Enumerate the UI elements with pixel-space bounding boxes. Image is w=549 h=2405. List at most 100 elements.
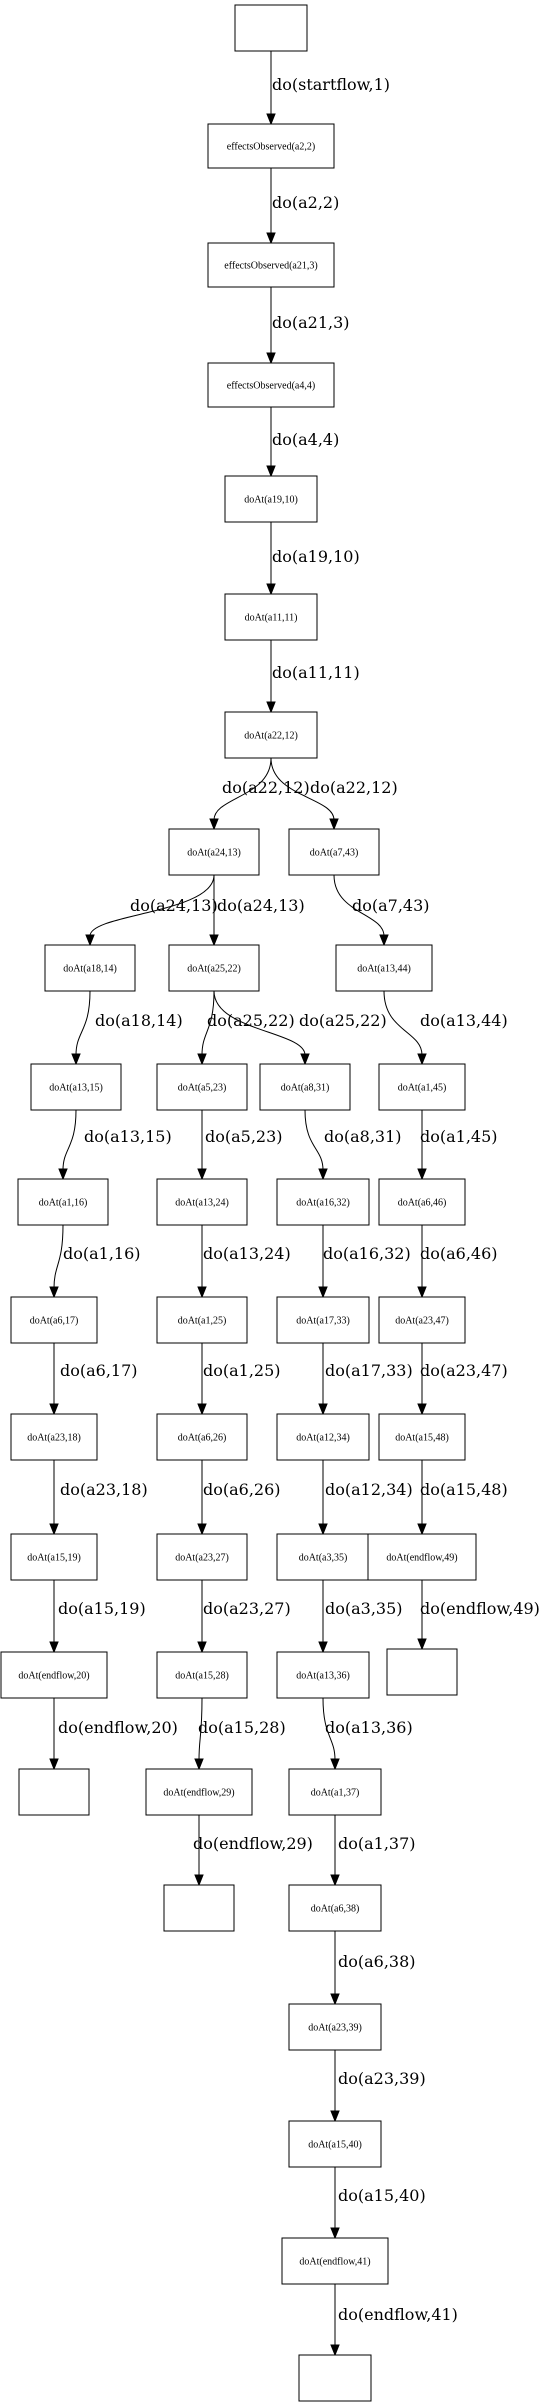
arrowhead xyxy=(417,1286,427,1299)
node-box xyxy=(17,1178,109,1226)
node-box xyxy=(163,1884,235,1932)
edge-M6-to-M7: do(a15,28) xyxy=(194,1697,286,1771)
edge-label: do(a25,22) xyxy=(299,1011,387,1030)
edge-label: do(a4,4) xyxy=(272,430,339,449)
arrowhead xyxy=(318,1286,328,1299)
node-R5: doAt(a23,47) xyxy=(378,1296,466,1344)
edge-n2-to-n3: do(a21,3) xyxy=(266,287,350,365)
node-box xyxy=(224,475,318,523)
node-box xyxy=(44,944,136,992)
node-label: doAt(a11,11) xyxy=(245,613,298,624)
arrowhead xyxy=(266,465,276,478)
node-box xyxy=(156,1296,248,1344)
node-label: doAt(a25,22) xyxy=(187,964,241,975)
node-M5: doAt(a23,27) xyxy=(156,1533,248,1581)
arrowhead xyxy=(318,1523,328,1536)
node-box xyxy=(378,1178,466,1226)
node-box xyxy=(259,1063,351,1111)
edge-M7-to-M8: do(endflow,29) xyxy=(193,1815,313,1887)
arrowhead xyxy=(417,1523,427,1536)
edge-line xyxy=(53,1224,64,1289)
arrowhead xyxy=(58,1168,68,1181)
arrowhead xyxy=(417,1403,427,1416)
edge-LL2-to-LL3: do(a13,15) xyxy=(58,1109,172,1181)
arrowhead xyxy=(197,1053,207,1066)
node-R7: doAt(endflow,49) xyxy=(367,1533,477,1581)
node-R4: doAt(a6,46) xyxy=(378,1178,466,1226)
node-box xyxy=(156,1651,248,1699)
edge-N4-to-N5: do(a12,34) xyxy=(318,1460,413,1536)
edge-label: do(a13,44) xyxy=(420,1011,508,1030)
edge-label: do(a8,31) xyxy=(324,1127,402,1146)
node-label: doAt(a6,26) xyxy=(178,1433,227,1444)
node-box xyxy=(10,1413,98,1461)
node-box xyxy=(276,1533,370,1581)
node-label: effectsObserved(a21,3) xyxy=(224,261,317,272)
node-LL7: doAt(endflow,20) xyxy=(0,1651,108,1699)
node-box xyxy=(288,2120,382,2168)
node-box xyxy=(288,1884,382,1932)
node-n5: doAt(a11,11) xyxy=(224,593,318,641)
edge-label: do(a6,17) xyxy=(60,1361,138,1380)
arrowhead xyxy=(197,1523,207,1536)
node-box xyxy=(298,2354,372,2402)
edge-label: do(a6,46) xyxy=(420,1244,498,1263)
node-label: doAt(a7,43) xyxy=(310,848,359,859)
node-label: doAt(endflow,41) xyxy=(299,2257,370,2268)
arrowhead xyxy=(49,1523,59,1536)
arrowhead xyxy=(197,1168,207,1181)
edge-label: do(a15,28) xyxy=(198,1718,286,1737)
node-N10: doAt(a15,40) xyxy=(288,2120,382,2168)
edge-label: do(a23,47) xyxy=(420,1361,508,1380)
node-box xyxy=(30,1063,122,1111)
edge-R7-to-R8: do(endflow,49) xyxy=(417,1580,540,1651)
edge-LL7-to-LL8: do(endflow,20) xyxy=(49,1698,178,1771)
edge-n6-to-R1: do(a22,12) xyxy=(270,757,398,831)
node-label: doAt(a1,45) xyxy=(398,1083,447,1094)
node-N7: doAt(a1,37) xyxy=(288,1768,382,1816)
arrowhead xyxy=(330,2110,340,2123)
node-N9: doAt(a23,39) xyxy=(288,2003,382,2051)
node-R2: doAt(a13,44) xyxy=(335,944,433,992)
edge-label: do(a7,43) xyxy=(352,896,430,915)
edge-M1-to-M2: do(a5,23) xyxy=(197,1110,283,1181)
node-LL3: doAt(a1,16) xyxy=(17,1178,109,1226)
node-box xyxy=(156,1533,248,1581)
arrowhead xyxy=(266,113,276,126)
node-label: doAt(a23,39) xyxy=(308,2023,362,2034)
node-label: doAt(a6,46) xyxy=(398,1198,447,1209)
node-N2: doAt(a16,32) xyxy=(276,1178,370,1226)
node-box xyxy=(156,1413,248,1461)
node-N11: doAt(endflow,41) xyxy=(281,2237,389,2285)
arrowhead xyxy=(329,818,339,831)
edge-N11-to-N12: do(endflow,41) xyxy=(330,2284,458,2357)
arrowhead xyxy=(266,701,276,714)
node-box xyxy=(386,1648,458,1696)
edge-label: do(a23,27) xyxy=(203,1599,291,1618)
terminal-node-LL8 xyxy=(18,1768,90,1816)
edge-N6-to-N7: do(a13,36) xyxy=(322,1697,413,1771)
edge-label: do(a23,18) xyxy=(60,1480,148,1499)
node-label: doAt(a5,23) xyxy=(178,1083,227,1094)
node-LL4: doAt(a6,17) xyxy=(10,1296,98,1344)
node-label: doAt(a8,31) xyxy=(281,1083,330,1094)
edge-line xyxy=(198,1697,203,1761)
node-box xyxy=(156,1063,248,1111)
node-R1: doAt(a7,43) xyxy=(288,828,380,876)
edge-line xyxy=(201,990,215,1056)
edge-R2-to-R3: do(a13,44) xyxy=(383,990,508,1066)
node-label: effectsObserved(a4,4) xyxy=(227,381,315,392)
edge-label: do(a13,15) xyxy=(84,1127,172,1146)
node-box xyxy=(378,1296,466,1344)
edge-label: do(a16,32) xyxy=(323,1244,411,1263)
edge-line xyxy=(75,990,91,1056)
node-label: doAt(a24,13) xyxy=(187,848,241,859)
edge-line xyxy=(383,990,423,1056)
edge-LL6-to-LL7: do(a15,19) xyxy=(49,1580,146,1654)
arrowhead xyxy=(197,1286,207,1299)
edge-label: do(a12,34) xyxy=(325,1480,413,1499)
node-N1: doAt(a8,31) xyxy=(259,1063,351,1111)
edge-M5-to-M6: do(a23,27) xyxy=(197,1580,291,1654)
edge-label: do(a25,22) xyxy=(207,1011,295,1030)
